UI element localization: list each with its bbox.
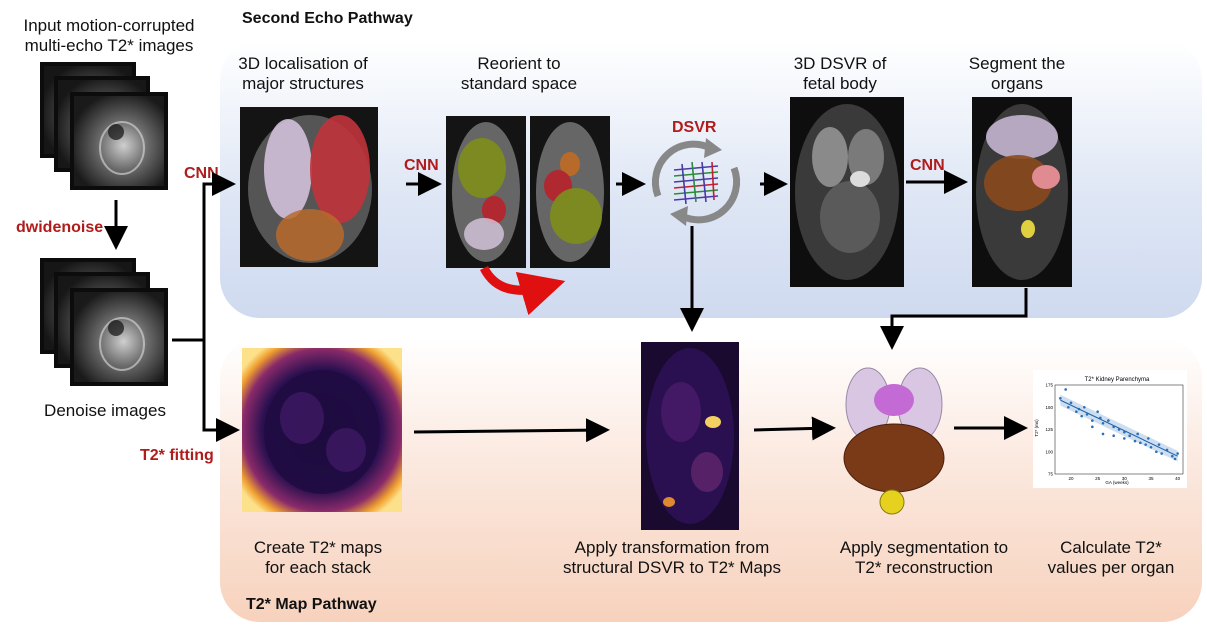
- y-tick-label-3: 100: [1045, 449, 1053, 454]
- data-point-16: [1112, 425, 1115, 429]
- reoriented-image-1: [446, 116, 526, 268]
- data-point-27: [1149, 446, 1153, 449]
- data-point-13: [1101, 421, 1105, 425]
- data-point-21: [1128, 434, 1131, 438]
- data-point-11: [1096, 410, 1099, 413]
- dwidenoise-label: dwidenoise: [16, 219, 104, 236]
- cnn-label-2: CNN: [404, 157, 439, 174]
- segmented-image: [972, 97, 1072, 287]
- data-point-15: [1107, 419, 1110, 422]
- data-point-8: [1085, 413, 1089, 416]
- data-point-29: [1157, 443, 1161, 446]
- rotation-arrows-icon: [651, 138, 741, 226]
- localisation-image: [240, 107, 378, 267]
- data-point-18: [1117, 428, 1121, 431]
- data-point-17: [1112, 434, 1115, 438]
- data-point-4: [1075, 410, 1078, 413]
- y-tick-label-1: 150: [1045, 405, 1053, 410]
- data-point-9: [1091, 419, 1094, 422]
- arrow-seg-down: [880, 288, 1028, 350]
- x-tick-label-1: 25: [1095, 476, 1101, 481]
- t2fit-label: T2* fitting: [140, 447, 214, 464]
- data-point-23: [1136, 432, 1139, 436]
- t2-map-title: T2* Map Pathway: [246, 596, 377, 613]
- data-point-33: [1173, 457, 1177, 461]
- x-tick-label-4: 40: [1175, 476, 1181, 481]
- curved-arrow-icon: [479, 265, 566, 316]
- scatter-chart: T2* Kidney Parenchyma GA (weeks) T2* (ms…: [1033, 370, 1187, 488]
- data-point-20: [1123, 437, 1126, 440]
- data-point-14: [1101, 432, 1105, 436]
- data-point-32: [1171, 454, 1174, 458]
- input-stack-image: [40, 62, 168, 190]
- data-point-19: [1123, 430, 1126, 434]
- x-tick-label-0: 20: [1068, 476, 1074, 481]
- reoriented-image-2: [530, 116, 610, 268]
- data-point-24: [1139, 441, 1142, 445]
- x-tick-label-3: 35: [1148, 476, 1154, 481]
- dsvr-method-label: DSVR: [672, 119, 717, 136]
- arrow-t2fit: [202, 340, 240, 442]
- data-point-5: [1077, 407, 1081, 411]
- t2-reconstruction-image: [641, 342, 739, 530]
- chart-frame: [1054, 384, 1184, 475]
- chart-title: T2* Kidney Parenchyma: [1085, 377, 1150, 383]
- y-tick-label-0: 175: [1045, 383, 1053, 388]
- data-point-34: [1176, 452, 1179, 455]
- data-point-0: [1059, 397, 1062, 400]
- data-point-1: [1064, 388, 1067, 391]
- denoised-stack-image: [40, 258, 168, 386]
- data-point-25: [1144, 443, 1147, 446]
- arrow-recon-out: [753, 416, 836, 441]
- denoise-label: Denoise images: [44, 401, 166, 420]
- data-point-28: [1155, 450, 1158, 454]
- y-tick-label-4: 75: [1048, 472, 1054, 477]
- chart-ylabel: T2* (ms): [1034, 419, 1039, 437]
- arrow-t2map-out: [413, 418, 610, 443]
- data-point-30: [1160, 452, 1163, 455]
- y-tick-label-2: 125: [1045, 427, 1053, 432]
- split-line: [172, 172, 236, 342]
- calc-label: Calculate T2*values per organ: [1047, 538, 1175, 577]
- data-point-10: [1091, 425, 1094, 429]
- dsvr-image: [790, 97, 904, 287]
- cnn-label-3: CNN: [910, 157, 945, 174]
- second-echo-title: Second Echo Pathway: [242, 10, 413, 27]
- chart-xlabel: GA (weeks): [1105, 480, 1129, 485]
- organ-3d-render: [843, 367, 945, 515]
- data-point-26: [1147, 437, 1150, 440]
- data-point-12: [1099, 416, 1102, 420]
- data-point-3: [1069, 401, 1073, 405]
- data-point-7: [1083, 405, 1086, 409]
- data-point-31: [1165, 448, 1169, 452]
- t2map-stack-image: [242, 348, 402, 512]
- cnn-label-1: CNN: [184, 165, 219, 182]
- data-point-2: [1067, 405, 1070, 409]
- data-point-22: [1133, 439, 1137, 443]
- x-tick-label-2: 30: [1122, 476, 1128, 481]
- data-point-6: [1080, 414, 1083, 418]
